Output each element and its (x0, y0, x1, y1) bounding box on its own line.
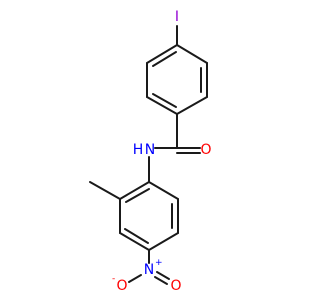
bond (152, 93, 177, 108)
iodophenyl-ring (146, 44, 208, 115)
nitro-oxygen-right-label: O (170, 278, 181, 294)
bond (119, 181, 150, 200)
bond (176, 44, 208, 64)
bond (152, 51, 177, 67)
bond-n-o (128, 274, 142, 283)
structure-canvas: I O N H N + O - O (89, 9, 212, 294)
nitro-oxygen-left-label: O (116, 278, 127, 294)
bond (146, 44, 178, 64)
bond (148, 181, 179, 200)
bond-methyl (89, 181, 121, 200)
nitrophenyl-ring (119, 181, 179, 251)
bond (148, 232, 179, 251)
bond (146, 96, 178, 115)
nitro-nitrogen-charge: + (155, 258, 163, 268)
nitro-oxygen-left-charge: - (112, 274, 115, 284)
amide-oxygen-label: O (200, 142, 211, 158)
bond (124, 228, 149, 244)
bond (125, 188, 150, 203)
nitro-nitrogen-label: N (144, 262, 154, 278)
bond-n-o-double (156, 271, 170, 280)
bond (119, 232, 150, 251)
iodine-atom-label: I (175, 9, 179, 25)
molecule-structure: I O N H N + O - O (89, 9, 212, 294)
bond (176, 96, 208, 115)
amide-hydrogen-label: H (133, 142, 144, 158)
bond-n-o-double (154, 276, 168, 285)
amide-nitrogen-label: N (145, 142, 155, 158)
